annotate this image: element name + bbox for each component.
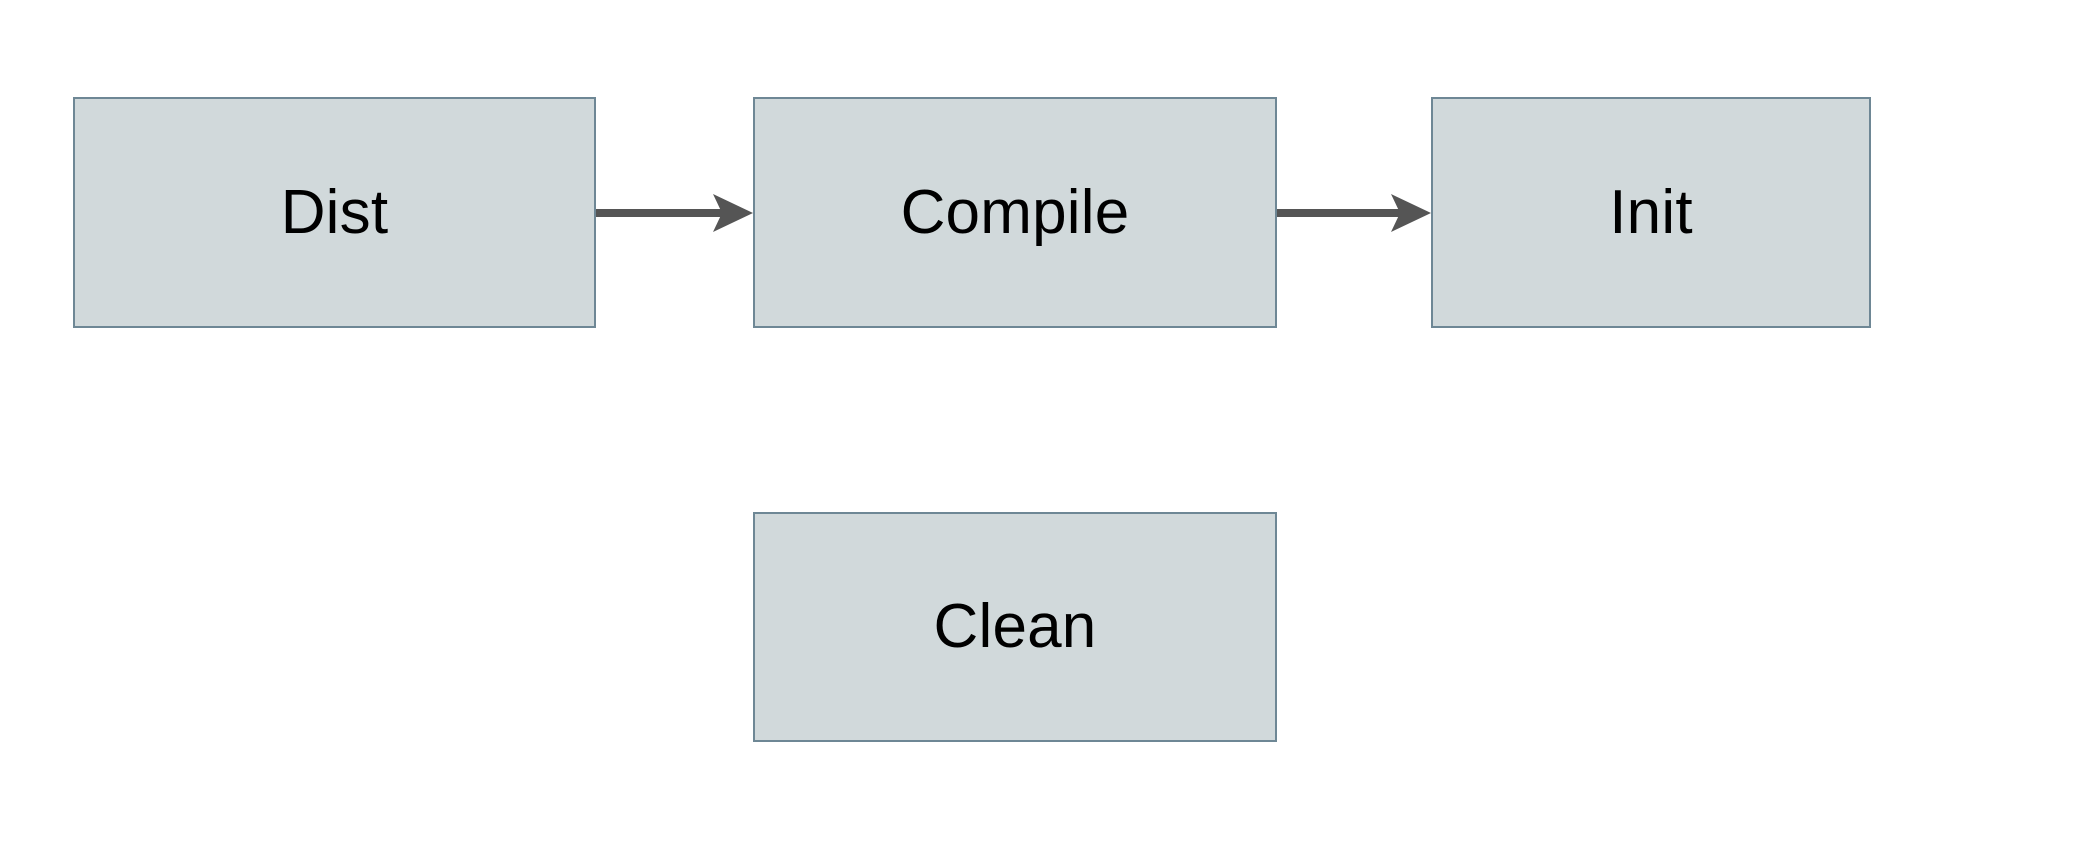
edge-dist-compile: [596, 194, 753, 232]
edge-compile-init: [1277, 194, 1431, 232]
node-dist[interactable]: Dist: [73, 97, 596, 328]
node-init-label: Init: [1609, 177, 1693, 247]
node-dist-label: Dist: [280, 177, 389, 247]
node-clean-label: Clean: [933, 592, 1097, 661]
node-compile-label: Compile: [900, 177, 1130, 247]
node-compile[interactable]: Compile: [753, 97, 1277, 328]
node-init[interactable]: Init: [1431, 97, 1871, 328]
node-clean[interactable]: Clean: [753, 512, 1277, 742]
